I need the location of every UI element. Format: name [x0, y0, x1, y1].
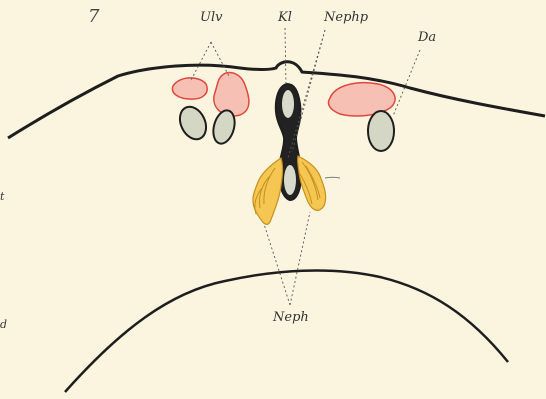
grey-vessel-left-1 — [175, 103, 211, 144]
stray-tick — [325, 177, 340, 178]
dorsal-aorta — [368, 111, 394, 151]
label-nephp: Nephp — [324, 10, 368, 25]
neural-tube-lumen-lower — [284, 165, 296, 195]
label-kl: Kl — [278, 10, 292, 25]
label-neph: Neph — [273, 310, 309, 325]
figure-number: 7 — [88, 6, 99, 27]
label-ulv: Ulv — [200, 10, 222, 25]
edge-label-d: d — [0, 318, 7, 331]
ulv-vessel-left — [172, 78, 207, 99]
label-da: Da — [418, 30, 436, 45]
nephron-right — [298, 156, 326, 210]
nephron-left — [253, 158, 283, 224]
edge-label-t: t — [0, 190, 4, 203]
ulv-vessel-right — [214, 73, 249, 116]
neural-tube-lumen-upper — [282, 90, 294, 118]
ventral-outline — [65, 270, 508, 392]
